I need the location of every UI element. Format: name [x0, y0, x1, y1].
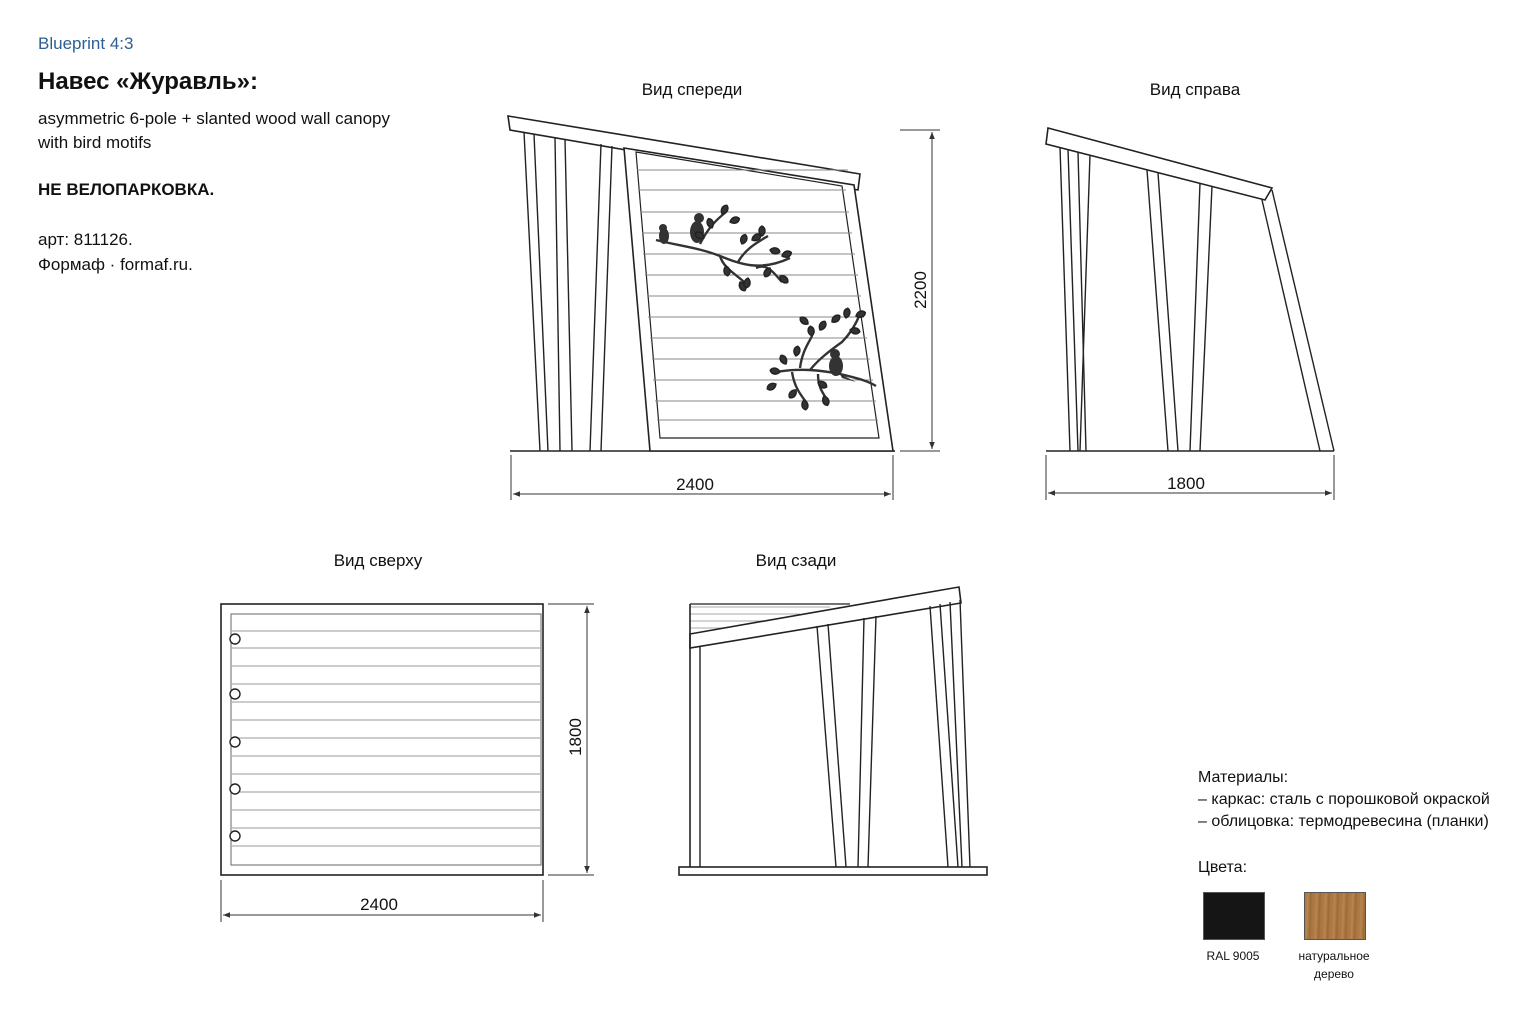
- side-pole: [1059, 146, 1071, 452]
- material-item: – облицовка: термодревесина (планки): [1198, 813, 1489, 830]
- front-pole: [533, 133, 549, 452]
- swatch-label-black: RAL 9005: [1206, 949, 1260, 963]
- front-dimensions: [510, 129, 940, 500]
- back-pole: [857, 617, 865, 868]
- back-view-title: Вид сзади: [755, 551, 837, 570]
- page-title: Навес «Журавль»:: [38, 68, 259, 95]
- side-wall-edge: [1261, 199, 1321, 452]
- side-pole: [1189, 182, 1201, 452]
- front-pole: [554, 136, 561, 452]
- front-pole: [589, 143, 602, 452]
- back-base-plate: [678, 866, 988, 876]
- top-depth-dimension: 1800: [566, 718, 585, 756]
- brand-label: Blueprint 4:3: [38, 34, 134, 53]
- pole-top-circle: [229, 830, 241, 842]
- front-wall-frame: [623, 147, 894, 452]
- warning-note: НЕ ВЕЛОПАРКОВКА.: [38, 180, 215, 199]
- front-pole: [564, 138, 573, 452]
- top-roof-inner: [230, 613, 542, 866]
- article-number: арт: 811126.: [38, 230, 133, 249]
- back-pole: [939, 603, 959, 868]
- side-view: [1045, 126, 1335, 452]
- back-pole: [816, 625, 837, 868]
- side-pole: [1146, 169, 1169, 452]
- color-swatch-black: [1203, 892, 1265, 940]
- top-roof-outline: [220, 603, 544, 876]
- side-width-dimension: 1800: [1167, 474, 1205, 493]
- top-roof-slats: [232, 630, 540, 847]
- back-pole: [827, 623, 847, 868]
- side-wall-edge: [1271, 189, 1335, 452]
- front-wall-inner-frame: [635, 151, 880, 439]
- side-pole: [1199, 185, 1213, 452]
- colors-title: Цвета:: [1198, 859, 1248, 876]
- brand-line: Формаф · formaf.ru.: [38, 255, 193, 274]
- top-dimensions: [220, 603, 594, 922]
- front-view-title: Вид спереди: [641, 80, 743, 99]
- page-subtitle: asymmetric 6-pole + slanted wood wall ca…: [38, 109, 390, 152]
- back-pole: [959, 599, 971, 868]
- back-view: [678, 586, 988, 876]
- front-pole: [523, 131, 541, 452]
- front-height-dimension: 2200: [911, 271, 930, 309]
- side-roof-beam: [1045, 126, 1274, 201]
- materials-block: Материалы: – каркас: сталь с порошковой …: [1198, 767, 1490, 833]
- swatch-label-wood: натуральное дерево: [1298, 949, 1370, 981]
- top-view-title: Вид сверху: [333, 551, 423, 570]
- front-width-dimension: 2400: [676, 475, 714, 494]
- material-item: – каркас: сталь с порошковой окраской: [1198, 791, 1490, 808]
- top-width-dimension: 2400: [360, 895, 398, 914]
- side-pole: [1077, 151, 1087, 452]
- back-pole: [867, 615, 877, 868]
- pole-top-circle: [229, 688, 241, 700]
- side-pole: [1067, 148, 1079, 452]
- back-pole: [929, 605, 949, 868]
- side-dimensions: [1045, 455, 1335, 500]
- top-view: [220, 603, 544, 876]
- front-pole: [600, 145, 613, 452]
- front-view: [507, 115, 895, 452]
- side-view-title: Вид справа: [1149, 80, 1241, 99]
- back-pole: [949, 601, 963, 868]
- pole-top-circle: [229, 783, 241, 795]
- back-roof-beam: [689, 586, 962, 649]
- side-pole: [1079, 154, 1091, 452]
- bird-icon: [829, 349, 856, 382]
- pole-top-circle: [229, 736, 241, 748]
- color-swatch-wood: [1304, 892, 1366, 940]
- materials-title: Материалы:: [1198, 769, 1289, 786]
- pole-top-circle: [229, 633, 241, 645]
- side-pole: [1157, 172, 1179, 452]
